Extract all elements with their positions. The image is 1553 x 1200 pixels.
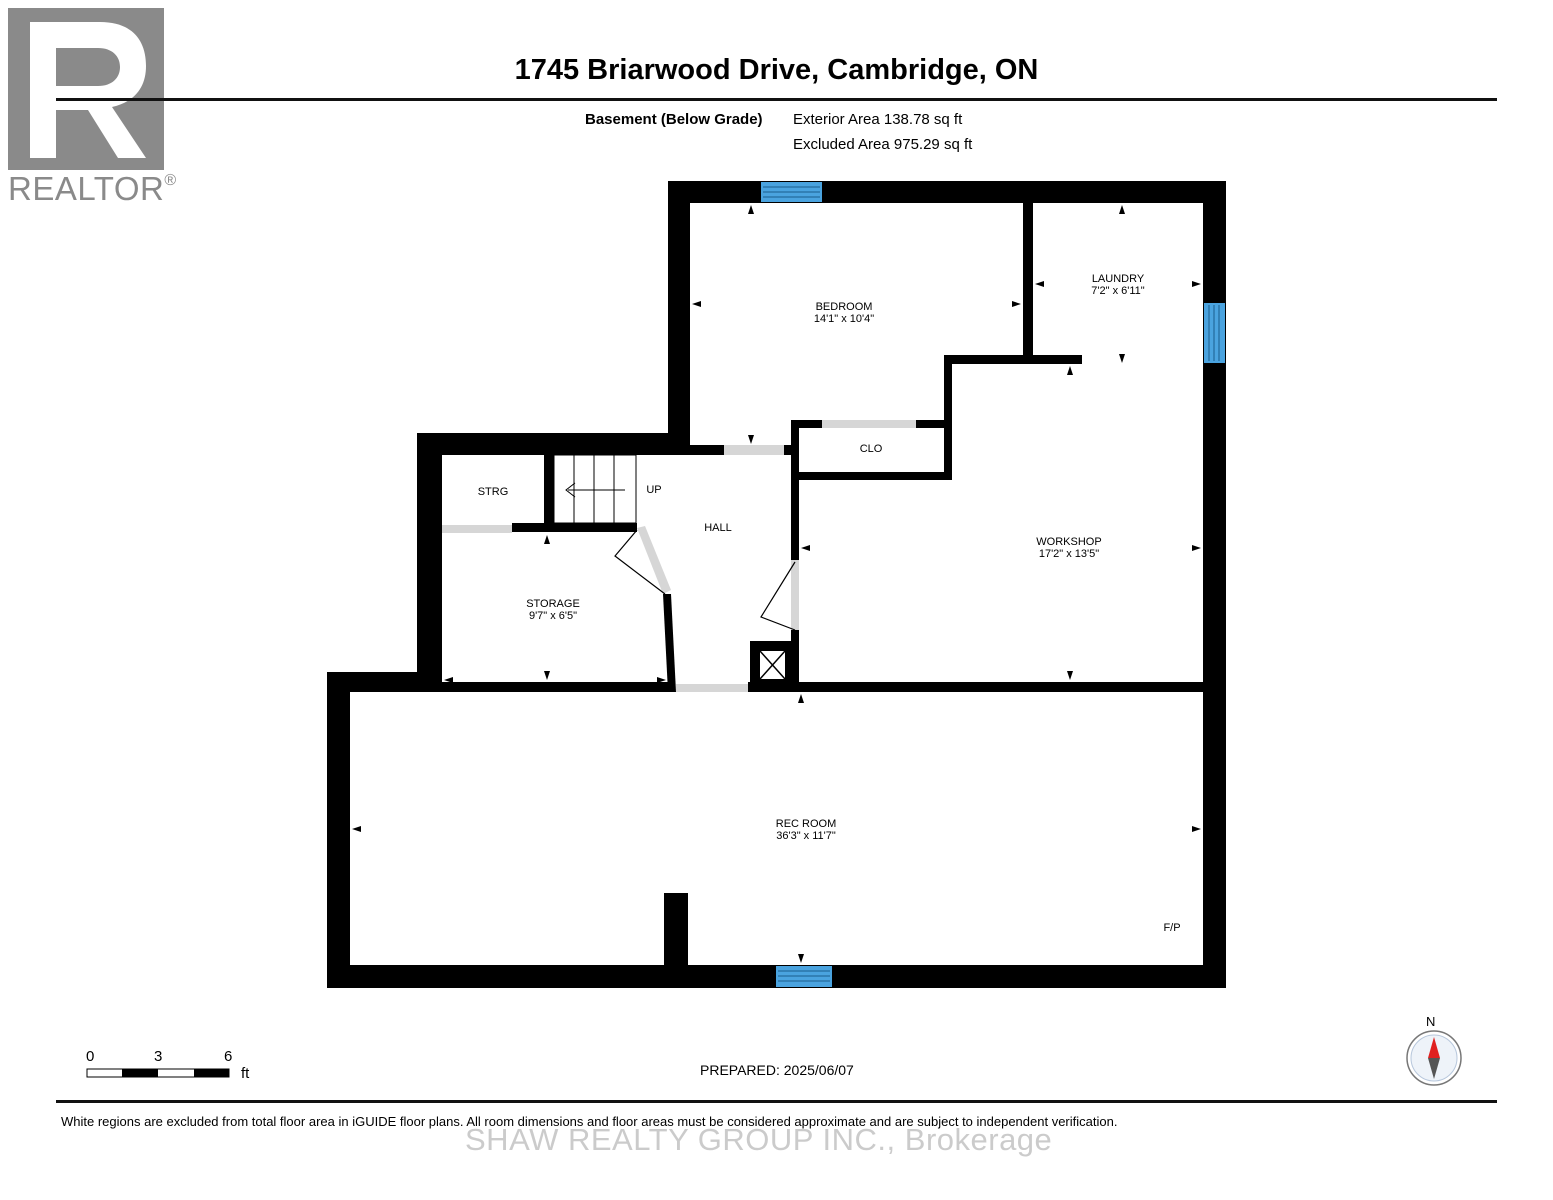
- openings: [442, 420, 916, 692]
- wall-laundry-bottom: [944, 355, 1082, 364]
- wall-bedroom-left: [668, 181, 690, 455]
- footer-rule: [56, 1100, 1497, 1103]
- stair-arrow-icon: [565, 482, 576, 498]
- room-labels: BEDROOM 14'1" x 10'4" LAUNDRY 7'2" x 6'1…: [478, 273, 1181, 934]
- door-hall-rec: [676, 684, 748, 692]
- room-label-clo: CLO: [860, 443, 883, 455]
- door-strg: [442, 525, 512, 533]
- door-swing-workshop: [760, 561, 796, 631]
- page-title: 1745 Briarwood Drive, Cambridge, ON: [514, 54, 1039, 86]
- exterior-area: Exterior Area 138.78 sq ft: [793, 111, 963, 128]
- disclaimer: White regions are excluded from total fl…: [61, 1114, 1118, 1129]
- wall-workshop-left: [791, 420, 799, 560]
- floor-plan: BEDROOM 14'1" x 10'4" LAUNDRY 7'2" x 6'1…: [327, 181, 1226, 988]
- room-label-strg: STRG: [478, 486, 509, 498]
- compass-label: N: [1426, 1014, 1436, 1029]
- room-dims-rec-room: 36'3" x 11'7": [776, 830, 836, 842]
- room-label-rec-room: REC ROOM: [776, 818, 837, 830]
- realtor-r-icon: [8, 8, 164, 170]
- stairs: [553, 454, 637, 524]
- door-clo: [822, 420, 916, 428]
- room-dims-laundry: 7'2" x 6'11": [1091, 285, 1144, 297]
- room-label-hall: HALL: [704, 522, 732, 534]
- wall-storage-left: [417, 433, 442, 692]
- prepared-date: PREPARED: 2025/06/07: [700, 1062, 854, 1078]
- scale-tick-6: 6: [224, 1048, 233, 1065]
- room-dims-workshop: 17'2" x 13'5": [1039, 548, 1099, 560]
- stair-label-up: UP: [646, 484, 661, 496]
- wall-bedroom-bottom-a: [690, 445, 724, 455]
- door-bedroom: [724, 445, 784, 455]
- room-dims-bedroom: 14'1" x 10'4": [814, 313, 874, 325]
- dimension-markers: [352, 205, 1201, 963]
- wall-step-vertical: [944, 355, 952, 480]
- wall-right: [1203, 181, 1226, 988]
- utility-box: [750, 641, 795, 688]
- wall-strg-right: [544, 455, 554, 527]
- wall-rec-stub: [664, 893, 688, 965]
- level-name: Basement (Below Grade): [585, 111, 763, 128]
- door-workshop: [791, 560, 799, 630]
- wall-clo-bottom: [791, 472, 952, 480]
- compass-icon: [1406, 1030, 1462, 1086]
- wall-storage-bottom: [442, 682, 674, 692]
- header-rule: [56, 98, 1497, 101]
- room-label-storage: STORAGE: [526, 598, 580, 610]
- wall-rec-top: [748, 682, 1226, 692]
- stair-outline: [553, 454, 637, 524]
- door-storage-leaf: [637, 526, 671, 594]
- room-label-workshop: WORKSHOP: [1036, 536, 1101, 548]
- walls: [327, 181, 1226, 988]
- room-dims-storage: 9'7" x 6'5": [529, 610, 577, 622]
- compass-south-needle: [1428, 1058, 1440, 1079]
- scale-bar: [86, 1068, 230, 1078]
- wall-top: [668, 181, 1226, 203]
- wall-left-step: [327, 672, 442, 692]
- wall-bedroom-bottom-b: [784, 445, 794, 455]
- wall-left: [327, 672, 350, 988]
- wall-laundry-left: [1023, 203, 1033, 358]
- scale-tick-0: 0: [86, 1048, 95, 1065]
- windows: [761, 182, 1225, 987]
- realtor-logo-text: REALTOR®: [8, 170, 177, 207]
- wall-strg-bottom: [512, 523, 637, 532]
- excluded-area: Excluded Area 975.29 sq ft: [793, 136, 973, 153]
- wall-storage-right: [663, 594, 676, 692]
- door-swing-storage: [614, 529, 666, 595]
- scale-unit: ft: [241, 1065, 250, 1082]
- scale-tick-3: 3: [154, 1048, 163, 1065]
- room-label-bedroom: BEDROOM: [816, 301, 873, 313]
- compass-north-needle: [1428, 1037, 1440, 1058]
- room-label-laundry: LAUNDRY: [1092, 273, 1145, 285]
- wall-storage-top: [417, 433, 690, 455]
- brokerage-watermark: SHAW REALTY GROUP INC., Brokerage: [465, 1122, 1053, 1157]
- realtor-logo: [8, 8, 164, 170]
- fireplace-label: F/P: [1163, 922, 1180, 934]
